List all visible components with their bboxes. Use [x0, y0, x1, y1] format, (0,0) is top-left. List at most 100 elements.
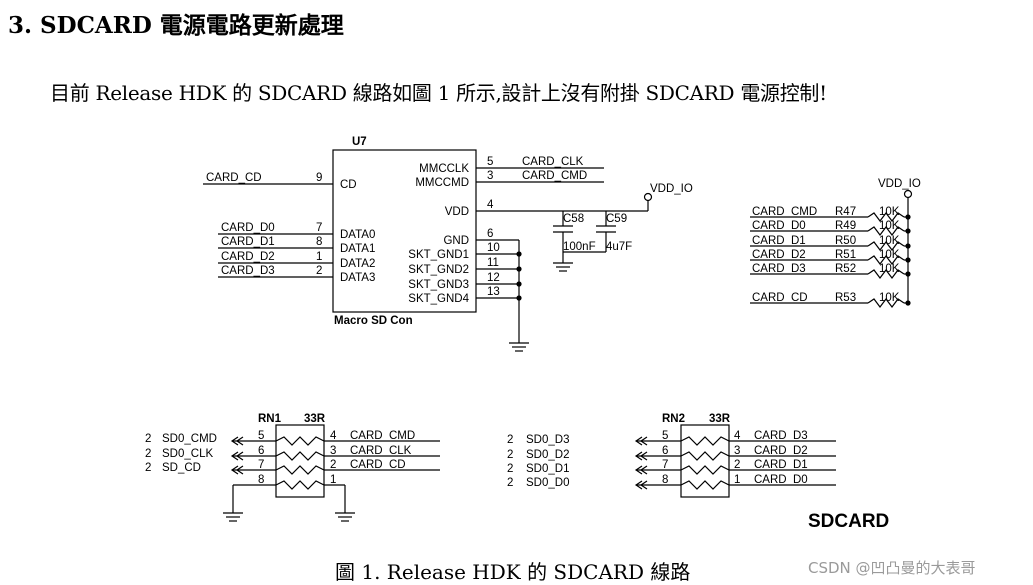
- rn1-left-net-label: SD_CD: [162, 462, 201, 474]
- rn2-right-pin-number: 1: [734, 474, 740, 486]
- u7-right-pin-number: 12: [487, 272, 500, 284]
- rn1-left-pin-number: 6: [258, 445, 264, 457]
- rn1-left-pin-number: 5: [258, 430, 264, 442]
- rn2-offpage-net-label: SD0_D3: [526, 434, 569, 446]
- u7-left-pin-name: DATA2: [340, 258, 375, 270]
- rn2-left-pin-number: 5: [662, 430, 668, 442]
- rn2-left-pin-number: 7: [662, 459, 668, 471]
- u7-left-net-label: CARD_D2: [221, 251, 275, 263]
- block-title: SDCARD: [808, 511, 889, 532]
- rn2-right-net-label: CARD_D1: [754, 459, 808, 471]
- c59-ref: C59: [606, 213, 627, 225]
- section-heading: 3. SDCARD 電源電路更新處理: [8, 12, 344, 39]
- u7-right-net-label: CARD_CLK: [522, 156, 584, 168]
- junction-dot: [905, 243, 911, 249]
- rn1-left-pin-number: 8: [258, 474, 264, 486]
- rn1-resistor: [275, 436, 325, 446]
- junction-dot: [905, 228, 911, 234]
- u7-left-pin-number: 1: [316, 251, 322, 263]
- pullup-value: 10K: [879, 292, 900, 304]
- u7-left-net-label: CARD_CD: [206, 172, 262, 184]
- pullup-ref: R51: [835, 249, 856, 261]
- rn2-right-pin-number: 2: [734, 459, 740, 471]
- u7-right-pin-name: SKT_GND4: [408, 293, 469, 305]
- watermark: CSDN @凹凸曼的大表哥: [808, 559, 976, 577]
- u7-right-pin-name: MMCCLK: [419, 163, 469, 175]
- rn1-right-pin-number: 2: [330, 459, 336, 471]
- rn2-right-pin-number: 3: [734, 445, 740, 457]
- ground-symbol: [509, 342, 529, 352]
- pullup-net-label: CARD_CMD: [752, 206, 817, 218]
- pullup-value: 10K: [879, 220, 900, 232]
- rn1-right-pin-number: 3: [330, 445, 336, 457]
- rn2-resistor: [680, 451, 730, 461]
- u7-left-pin-name: DATA0: [340, 229, 375, 241]
- c58-ref: C58: [563, 213, 584, 225]
- pullup-ref: R50: [835, 235, 856, 247]
- pullup-value: 10K: [879, 206, 900, 218]
- rn1-right-net-label: CARD_CD: [350, 459, 406, 471]
- rn2-resistor: [680, 436, 730, 446]
- rn2-right-net-label: CARD_D0: [754, 474, 808, 486]
- pullup-value: 10K: [879, 249, 900, 261]
- u7-left-pin-name: CD: [340, 179, 357, 191]
- figure-caption: 圖 1. Release HDK 的 SDCARD 線路: [335, 560, 691, 584]
- u7-right-pin-number: 13: [487, 286, 500, 298]
- rn1-left-net-label: SD0_CLK: [162, 448, 213, 460]
- pullup-ref: R53: [835, 292, 856, 304]
- rn2-right-net-label: CARD_D2: [754, 445, 808, 457]
- junction-dot: [905, 300, 911, 306]
- rn2-body: [680, 424, 730, 498]
- u7-left-net-label: CARD_D0: [221, 222, 275, 234]
- pullup-net-label: CARD_D2: [752, 249, 806, 261]
- rn2-resistor: [680, 465, 730, 475]
- c59-value: 4u7F: [606, 241, 632, 253]
- offpage-connector-icon: [230, 465, 239, 475]
- rn2-left-pin-number: 8: [662, 474, 668, 486]
- u7-left-net-label: CARD_D3: [221, 265, 275, 277]
- pullup-resistor: [867, 269, 905, 279]
- pullup-resistor: [867, 226, 905, 236]
- pullup-resistor: [867, 212, 905, 222]
- rn2-sheet-number: 2: [507, 449, 513, 461]
- u7-right-pin-name: MMCCMD: [415, 177, 469, 189]
- u7-right-pin-name: SKT_GND2: [408, 264, 469, 276]
- u7-left-pin-number: 7: [316, 222, 322, 234]
- rn1-right-ground: [335, 512, 355, 522]
- u7-left-pin-number: 8: [316, 236, 322, 248]
- rn2-sheet-number: 2: [507, 434, 513, 446]
- vdd-io-label: VDD_IO: [650, 183, 693, 195]
- u7-right-pin-number: 11: [487, 257, 499, 269]
- rn1-right-net-label: CARD_CLK: [350, 445, 412, 457]
- rn1-left-ground: [223, 512, 243, 522]
- u7-body: [332, 149, 477, 313]
- pullup-net-label: CARD_D3: [752, 263, 806, 275]
- rn1-sheet-number: 2: [145, 433, 151, 445]
- u7-left-pin-name: DATA1: [340, 243, 375, 255]
- c58-value: 100nF: [563, 241, 596, 253]
- rn2-resistor: [680, 480, 730, 490]
- junction-dot: [905, 271, 911, 277]
- rn2-right-pin-number: 4: [734, 430, 741, 442]
- rn2-value: 33R: [709, 413, 731, 425]
- u7-left-net-label: CARD_D1: [221, 236, 275, 248]
- u7-right-pin-name: GND: [443, 235, 469, 247]
- rn2-offpage-net-label: SD0_D2: [526, 449, 569, 461]
- rn1-ref: RN1: [258, 413, 282, 425]
- junction-dot: [905, 214, 911, 220]
- u7-right-pin-number: 10: [487, 242, 500, 254]
- pullup-net-label: CARD_D0: [752, 220, 806, 232]
- rn2-offpage-net-label: SD0_D1: [526, 463, 569, 475]
- pullup-value: 10K: [879, 263, 900, 275]
- rn2-ref: RN2: [662, 413, 685, 425]
- u7-right-pin-name: SKT_GND1: [408, 249, 469, 261]
- rn1-left-net-label: SD0_CMD: [162, 433, 217, 445]
- junction-dot: [905, 257, 911, 263]
- offpage-connector-icon: [230, 436, 239, 446]
- rn1-value: 33R: [304, 413, 326, 425]
